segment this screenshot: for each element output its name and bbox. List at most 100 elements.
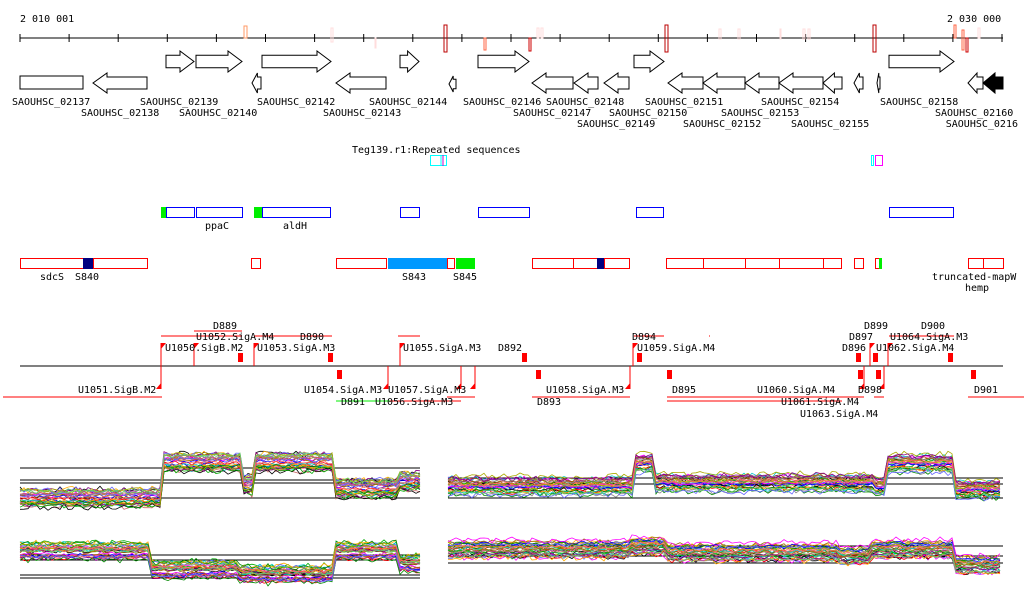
gene-arrow[interactable] [335,72,387,94]
operon-box[interactable] [196,207,243,218]
signal-mark [540,27,544,39]
segment-block[interactable] [597,258,604,269]
gene-label: SAOUHSC_02155 [791,119,869,130]
segment-box[interactable] [968,258,984,269]
gene-arrow[interactable] [633,50,665,73]
gene-arrow[interactable] [822,71,843,95]
gene-label: SAOUHSC_02160 [935,108,1013,119]
gene-arrow[interactable] [19,75,84,90]
signal-mark [664,24,669,53]
tu-label: U1061.SigA.M4 [781,397,859,408]
gene-arrow[interactable] [603,72,630,94]
operon-box[interactable] [166,207,195,218]
gene-arrow[interactable] [573,72,599,94]
segment-box[interactable] [854,258,864,269]
segment-box[interactable] [666,258,704,269]
gene-arrow[interactable] [888,50,955,73]
segment-box[interactable] [573,258,599,269]
segment-box[interactable] [447,258,455,269]
gene-arrow[interactable] [876,72,881,94]
gene-arrow[interactable] [778,72,824,94]
gene-arrow[interactable] [448,75,457,93]
segment-block[interactable] [879,258,882,269]
tu-label: U1062.SigA.M4 [876,343,954,354]
tu-label: U1059.SigA.M4 [637,343,715,354]
expression-line [447,539,1001,563]
expression-line [447,534,1001,560]
d-label: D893 [537,397,561,408]
gene-arrow[interactable] [477,50,530,73]
expression-line [19,460,421,502]
segment-box[interactable] [251,258,261,269]
repeat-feature[interactable] [875,155,883,166]
gene-arrow[interactable] [165,50,195,73]
gene-track[interactable] [19,49,1004,95]
gene-arrow[interactable] [92,72,148,94]
segment-box[interactable] [604,258,630,269]
tss-forward-marker [888,343,893,349]
segment-box[interactable] [823,258,842,269]
operon-box[interactable] [478,207,530,218]
segment-block[interactable] [83,258,93,269]
segment-box[interactable] [779,258,824,269]
segment-box[interactable] [745,258,780,269]
terminator-marker [667,370,672,379]
signal-mark [443,24,448,53]
tss-reverse-marker [456,383,461,389]
segment-block[interactable] [456,258,475,269]
gene-arrow[interactable] [744,72,780,94]
segment-label: S840 [75,272,99,283]
gene-arrow[interactable] [195,50,243,73]
tu-label: U1063.SigA.M4 [800,409,878,420]
signal-mark [872,24,877,53]
d-label: D890 [300,332,324,343]
tu-label: U1057.SigA.M3 [388,385,466,396]
segment-box[interactable] [336,258,387,269]
expression-line [19,466,421,510]
gene-arrow[interactable] [702,72,746,94]
operon-box[interactable] [262,207,331,218]
segment-box[interactable] [532,258,574,269]
gene-arrow[interactable] [967,71,984,95]
expression-panel [447,450,1003,502]
gene-arrow[interactable] [261,50,332,73]
operon-box[interactable] [400,207,420,218]
d-label: D901 [974,385,998,396]
repeats-track: Teg139.r1:Repeated sequences [352,145,883,166]
gene-label: SAOUHSC_02154 [761,97,839,108]
gene-label: SAOUHSC_02148 [546,97,624,108]
terminator-marker [536,370,541,379]
signal-mark [965,37,969,53]
segment-box[interactable] [703,258,746,269]
terminator-marker [238,353,243,362]
tu-label: U1055.SigA.M3 [403,343,481,354]
operon-box[interactable] [889,207,954,218]
terminator-marker [948,353,953,362]
gene-arrow[interactable] [853,72,864,94]
signal-mark [953,24,957,39]
expression-line [19,466,421,509]
gene-arrow[interactable] [399,49,420,74]
tss-reverse-marker [383,383,388,389]
gene-arrow[interactable] [251,72,262,94]
expression-line [19,452,421,496]
sigma-start-mark [254,207,262,218]
segment-box[interactable] [93,258,148,269]
gene-arrow[interactable] [667,72,704,94]
segment-box[interactable] [983,258,1004,269]
terminator-marker [876,370,881,379]
gene-arrow[interactable] [982,71,1004,95]
terminator-marker [637,353,642,362]
operon-label: ppaC [205,221,229,232]
repeat-feature[interactable] [871,155,874,166]
repeat-feature[interactable] [430,155,447,166]
signal-mark [961,29,965,51]
terminator-marker [328,353,333,362]
operon-box[interactable] [636,207,664,218]
signal-mark [779,28,782,40]
segment-box[interactable] [20,258,84,269]
segment-block[interactable] [388,258,447,269]
gene-label: SAOUHSC_02152 [683,119,761,130]
gene-arrow[interactable] [531,72,574,94]
